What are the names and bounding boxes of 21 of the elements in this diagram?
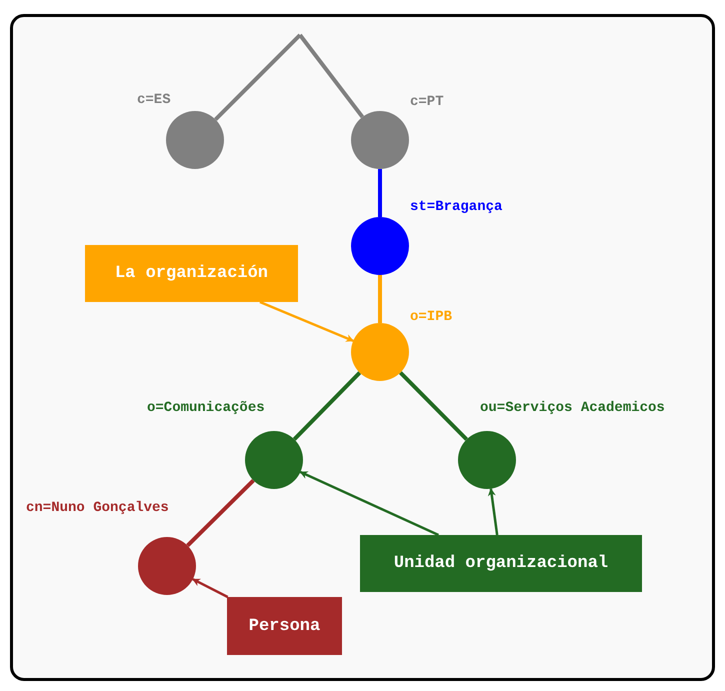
entry-label: st=Bragança [410,199,502,215]
entry-label: ou=Serviços Academicos [480,400,665,416]
arrow [192,578,228,598]
arrow [300,470,440,536]
label-box: Unidad organizacional [360,535,642,592]
tree-line [378,275,382,323]
entry-label: c=ES [137,92,171,108]
tree-line [298,34,364,118]
entry-label: c=PT [410,94,444,110]
label-box: La organización [85,245,298,302]
arrow [488,488,498,536]
tree-line [214,34,302,121]
entry-label: o=Comunicações [147,400,265,416]
label-box: Persona [227,597,342,655]
tree-line [378,169,382,217]
entry-label: cn=Nuno Gonçalves [26,500,169,516]
tree-line [398,371,468,441]
arrow [259,300,354,342]
tree-line [186,478,255,548]
tree-line [292,371,362,441]
entry-label: o=IPB [410,309,452,325]
